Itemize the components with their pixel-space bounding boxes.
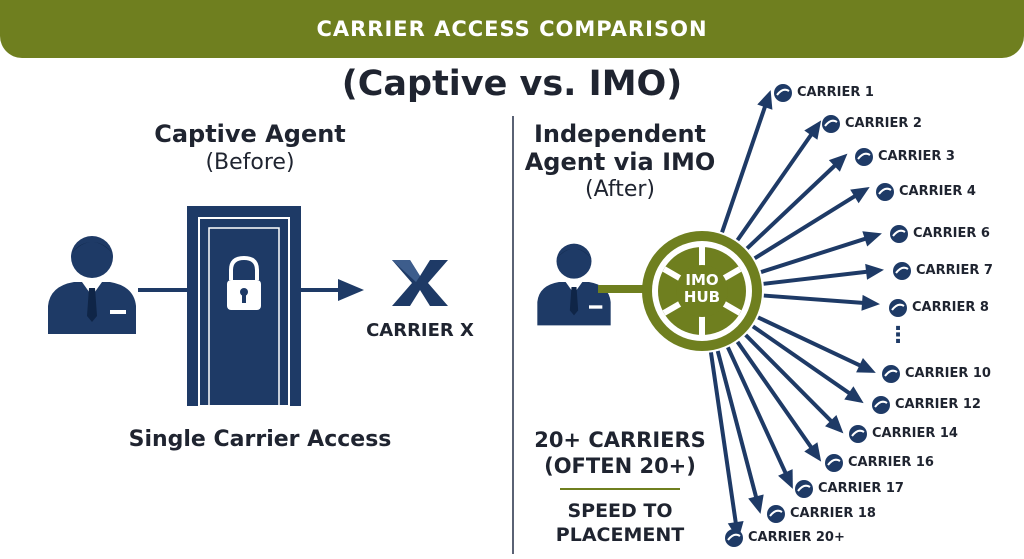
carrier-x-logo — [392, 260, 448, 306]
carrier-logo-icon — [854, 147, 874, 172]
carrier-arrowhead — [748, 494, 764, 514]
carrier-logo-icon — [794, 479, 814, 504]
carrier-label: CARRIER 14 — [872, 426, 958, 441]
carrier-arrowhead — [856, 357, 876, 373]
captive-qualifier: (Before) — [205, 150, 295, 175]
independent-heading-line1: Independent — [533, 120, 707, 148]
carrier-arrow-shaft — [735, 130, 815, 242]
carrier-logo-icon — [871, 395, 891, 420]
carrier-arrow-shaft — [763, 269, 871, 286]
imo-hub-wheel — [642, 231, 762, 351]
carrier-arrow-shaft — [735, 340, 815, 452]
carrier-label: CARRIER 6 — [913, 226, 990, 241]
carrier-arrowhead — [757, 90, 773, 110]
hub-label: IMO HUB — [656, 272, 748, 306]
hub-label-line1: IMO — [685, 271, 719, 289]
captive-heading: Captive Agent — [154, 120, 346, 148]
benefit-line2: PLACEMENT — [555, 524, 685, 546]
carrier-arrow-shaft — [753, 192, 859, 261]
summary-rule — [560, 488, 680, 490]
carrier-label: CARRIER 18 — [790, 506, 876, 521]
carrier-arrow-shaft — [745, 161, 839, 250]
section-divider — [512, 116, 514, 554]
page-subtitle: (Captive vs. IMO) — [341, 64, 683, 104]
carrier-label: CARRIER 16 — [848, 455, 934, 470]
carrier-label: CARRIER 10 — [905, 366, 991, 381]
carrier-label: CARRIER 20+ — [748, 530, 845, 545]
carrier-arrowhead — [828, 153, 848, 172]
carrier-arrowhead — [844, 386, 864, 404]
carrier-arrow-shaft — [720, 102, 769, 233]
carrier-arrow-shaft — [751, 324, 854, 397]
carrier-logo-icon — [724, 528, 744, 553]
more-carriers-ellipsis: ⋮ — [887, 322, 909, 347]
carrier-label: CARRIER 8 — [912, 300, 989, 315]
independent-qualifier: (After) — [585, 177, 655, 202]
carrier-logo-icon — [824, 453, 844, 478]
carrier-arrowhead — [865, 263, 884, 280]
independent-heading-line2: Agent via IMO — [524, 148, 716, 176]
carrier-count-line1: 20+ CARRIERS — [534, 428, 706, 452]
carrier-label: CARRIER 3 — [878, 149, 955, 164]
benefit-line1: SPEED TO — [567, 500, 673, 522]
carrier-arrowhead — [850, 186, 870, 204]
carrier-logo-icon — [875, 182, 895, 207]
carrier-arrow-shaft — [757, 315, 864, 369]
carrier-logo-icon — [773, 83, 793, 108]
carrier-arrow-shaft — [708, 352, 739, 527]
carrier-arrow-shaft — [744, 333, 835, 425]
carrier-logo-icon — [888, 298, 908, 323]
carrier-logo-icon — [892, 261, 912, 286]
carrier-label: CARRIER 1 — [797, 85, 874, 100]
carrier-logo-icon — [848, 424, 868, 449]
carrier-arrow-shaft — [715, 350, 759, 501]
carrier-logo-icon — [821, 114, 841, 139]
carrier-label: CARRIER 17 — [818, 481, 904, 496]
carrier-arrowhead — [804, 442, 822, 462]
carrier-arrowhead — [825, 415, 844, 434]
page-title: CARRIER ACCESS COMPARISON — [316, 17, 708, 41]
captive-agent-icon — [48, 236, 136, 334]
carrier-arrowhead — [804, 120, 822, 140]
carrier-arrowhead — [778, 469, 793, 489]
carrier-arrow-shaft — [763, 293, 867, 306]
title-banner: CARRIER ACCESS COMPARISON — [0, 0, 1024, 58]
agent-to-hub-connector — [598, 285, 648, 293]
locked-door-icon — [187, 206, 301, 407]
independent-agent-icon — [537, 243, 611, 326]
hub-label-line2: HUB — [683, 288, 721, 306]
carrier-label: CARRIER 4 — [899, 184, 976, 199]
carrier-arrowhead — [861, 294, 880, 311]
carrier-arrowhead — [862, 231, 882, 247]
carrier-count-line2: (OFTEN 20+) — [544, 454, 696, 478]
carrier-arrow-shaft — [760, 235, 870, 274]
carrier-logo-icon — [889, 224, 909, 249]
carrier-x-label: CARRIER X — [366, 320, 474, 341]
carrier-label: CARRIER 12 — [895, 397, 981, 412]
carrier-logo-icon — [766, 504, 786, 529]
carrier-label: CARRIER 7 — [916, 263, 993, 278]
carrier-arrow-shaft — [726, 346, 789, 477]
carrier-logo-icon — [881, 364, 901, 389]
carrier-label: CARRIER 2 — [845, 116, 922, 131]
single-access-caption: Single Carrier Access — [128, 427, 392, 452]
